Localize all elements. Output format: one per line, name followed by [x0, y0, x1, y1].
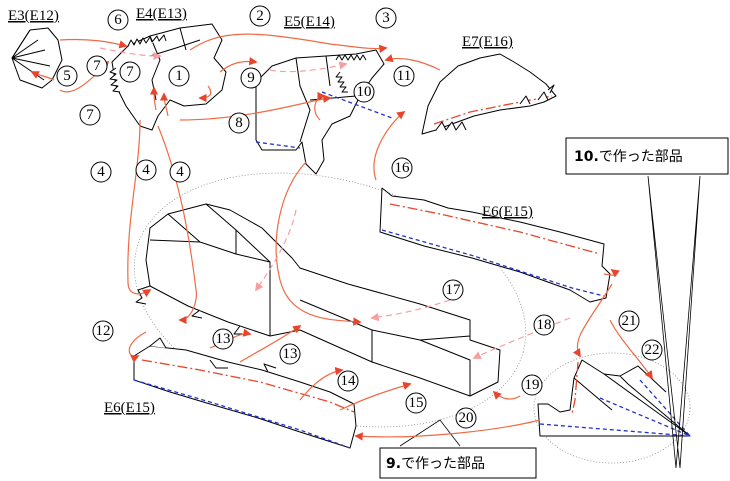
step-2: 2: [249, 5, 271, 27]
svg-text:10: 10: [357, 84, 372, 100]
step-20: 20: [455, 407, 477, 429]
step-14: 14: [337, 370, 359, 392]
svg-text:6: 6: [114, 12, 122, 28]
step-13b: 13: [279, 343, 301, 365]
step-5: 5: [56, 65, 78, 87]
part-nose: [537, 359, 691, 437]
svg-text:13: 13: [216, 331, 231, 347]
svg-text:7: 7: [86, 107, 94, 123]
step-8: 8: [228, 112, 250, 134]
label-e5: E5(E14): [284, 14, 335, 30]
svg-text:16: 16: [395, 160, 411, 176]
step-10: 10: [353, 81, 375, 103]
step-7c: 7: [79, 104, 101, 126]
part-e5: [255, 49, 393, 175]
step-12: 12: [92, 320, 114, 342]
callout-part10: 10.で作った部品: [565, 137, 729, 175]
step-4a: 4: [90, 161, 112, 183]
callout-part9: 9.で作った部品: [379, 447, 537, 479]
svg-text:12: 12: [96, 323, 111, 339]
step-markers: 1 2 3 4 4 4 5 6 7 7 7 8 9 10 11 12 13 13…: [56, 5, 663, 429]
step-9: 9: [240, 67, 262, 89]
step-17: 17: [442, 279, 464, 301]
part-e6-right: [379, 187, 611, 303]
step-6: 6: [107, 9, 129, 31]
step-16: 16: [391, 157, 413, 179]
callout-pointers: [399, 175, 701, 469]
svg-text:9: 9: [247, 70, 255, 86]
step-3: 3: [375, 7, 397, 29]
svg-text:18: 18: [537, 317, 552, 333]
svg-text:13: 13: [283, 346, 298, 362]
svg-text:4: 4: [97, 164, 105, 180]
label-e6-right: E6(E15): [482, 204, 533, 220]
svg-text:8: 8: [235, 115, 243, 131]
part-e3: [11, 27, 63, 89]
svg-text:7: 7: [93, 58, 101, 74]
step-11: 11: [393, 65, 415, 87]
step-18: 18: [533, 314, 555, 336]
label-e4: E4(E13): [136, 6, 187, 22]
svg-text:19: 19: [525, 377, 540, 393]
callout-part9-num: 9.: [386, 456, 401, 472]
label-e3: E3(E12): [8, 8, 59, 24]
step-19: 19: [521, 374, 543, 396]
step-21: 21: [618, 310, 640, 332]
svg-text:9.で作った部品: 9.で作った部品: [386, 456, 485, 472]
svg-text:17: 17: [446, 282, 462, 298]
callout-part9-text: で作った部品: [401, 456, 485, 472]
svg-text:21: 21: [622, 313, 637, 329]
svg-text:22: 22: [645, 342, 660, 358]
step-13a: 13: [212, 328, 234, 350]
label-e7: E7(E16): [462, 34, 513, 50]
part-e6-left: [133, 337, 357, 449]
step-7b: 7: [119, 61, 141, 83]
nose-guide-ellipse: [533, 352, 691, 464]
svg-text:11: 11: [397, 68, 411, 84]
svg-text:10.で作った部品: 10.で作った部品: [574, 149, 683, 165]
step-22: 22: [641, 339, 663, 361]
label-e6-left: E6(E15): [104, 400, 155, 416]
step-15: 15: [405, 392, 427, 414]
step-4c: 4: [169, 161, 191, 183]
svg-text:4: 4: [176, 164, 184, 180]
svg-text:14: 14: [341, 373, 357, 389]
callout-part10-num: 10.: [574, 149, 599, 165]
svg-text:15: 15: [409, 395, 424, 411]
svg-text:20: 20: [459, 410, 474, 426]
svg-text:7: 7: [126, 64, 134, 80]
part-e7: [421, 53, 557, 135]
route-arrows: [30, 33, 653, 441]
svg-text:4: 4: [142, 162, 150, 178]
step-7a: 7: [86, 55, 108, 77]
callout-part10-text: で作った部品: [599, 149, 683, 165]
svg-text:5: 5: [63, 68, 71, 84]
svg-text:2: 2: [256, 8, 264, 24]
step-4b: 4: [135, 159, 157, 181]
route-arrows-dashed: [99, 47, 571, 359]
step-1: 1: [168, 65, 190, 87]
svg-text:1: 1: [175, 68, 183, 84]
main-body: [135, 203, 501, 397]
svg-text:3: 3: [382, 10, 390, 26]
